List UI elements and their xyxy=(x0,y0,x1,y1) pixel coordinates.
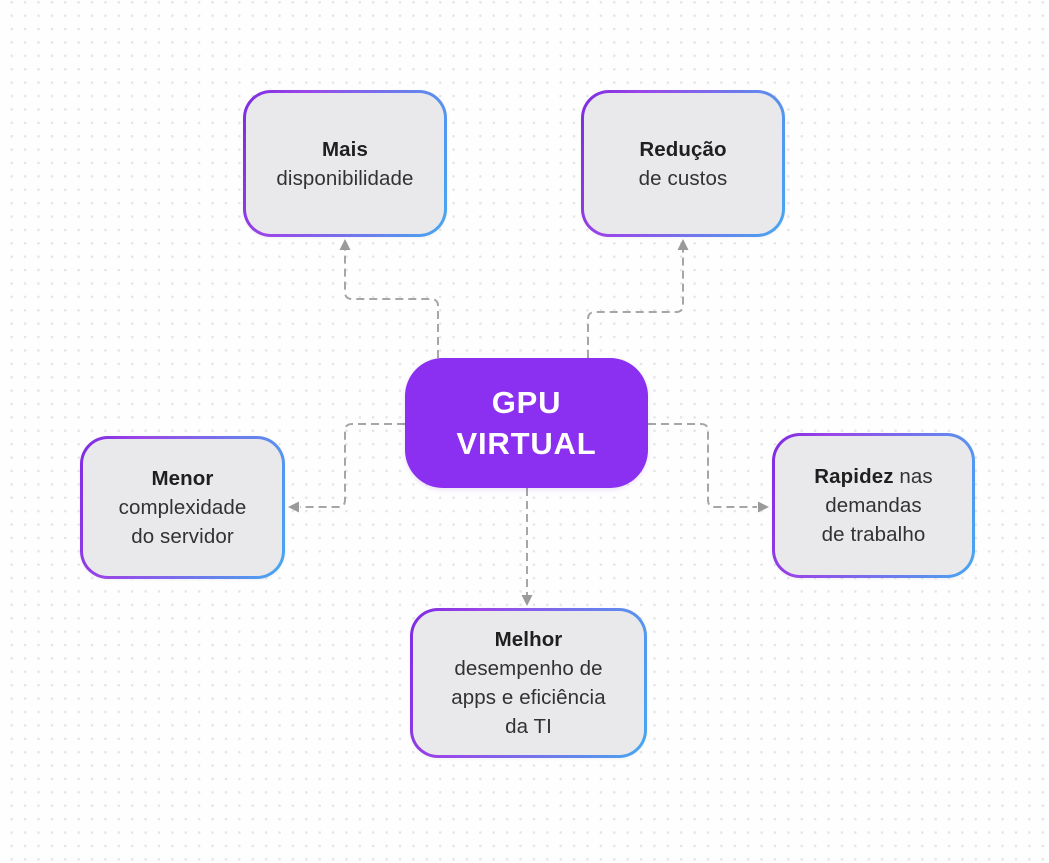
node-label-bold: Melhor xyxy=(494,628,563,651)
node-label: Rapidez nas demandas de trabalho xyxy=(814,462,932,549)
node-body: Melhor desempenho de apps e eficiência da… xyxy=(413,611,644,755)
arrowhead-left-icon xyxy=(288,501,299,513)
node-label-rest: nas demandas de trabalho xyxy=(821,465,933,546)
arrowhead-down-icon xyxy=(521,595,533,606)
node-label-rest: complexidade do servidor xyxy=(118,496,247,548)
arrowhead-right-icon xyxy=(758,501,769,513)
center-label: GPU VIRTUAL xyxy=(457,382,597,464)
arrowhead-up-left-icon xyxy=(339,239,351,250)
node-label: Menor complexidade do servidor xyxy=(119,464,247,551)
connector-center-to-right xyxy=(648,423,757,508)
center-label-line2: VIRTUAL xyxy=(456,426,597,461)
node-label-rest: disponibilidade xyxy=(276,166,414,190)
node-label: Melhor desempenho de apps e eficiência da… xyxy=(451,625,605,741)
arrowhead-up-right-icon xyxy=(677,239,689,250)
node-body: Mais disponibilidade xyxy=(246,93,444,234)
node-label-bold: Menor xyxy=(151,467,214,490)
node-melhor-desempenho: Melhor desempenho de apps e eficiência da… xyxy=(410,608,647,758)
node-body: Redução de custos xyxy=(584,93,782,234)
node-mais-disponibilidade: Mais disponibilidade xyxy=(243,90,447,237)
node-gpu-virtual: GPU VIRTUAL xyxy=(405,358,648,488)
node-label-rest: de custos xyxy=(638,166,728,190)
node-label-rest: desempenho de apps e eficiência da TI xyxy=(451,657,606,738)
node-body: Menor complexidade do servidor xyxy=(83,439,282,576)
connector-center-to-top-right xyxy=(587,250,684,358)
connector-center-to-top-left xyxy=(344,250,439,358)
node-reducao-de-custos: Redução de custos xyxy=(581,90,785,237)
node-body: Rapidez nas demandas de trabalho xyxy=(775,436,972,575)
center-label-line1: GPU xyxy=(491,385,562,420)
node-menor-complexidade: Menor complexidade do servidor xyxy=(80,436,285,579)
node-label: Mais disponibilidade xyxy=(276,135,413,193)
node-label-bold: Rapidez xyxy=(814,465,894,488)
node-label: Redução de custos xyxy=(639,135,728,193)
node-label-bold: Redução xyxy=(639,137,727,161)
node-label-bold: Mais xyxy=(322,137,368,161)
node-rapidez-demandas: Rapidez nas demandas de trabalho xyxy=(772,433,975,578)
connector-center-to-left xyxy=(300,423,405,508)
